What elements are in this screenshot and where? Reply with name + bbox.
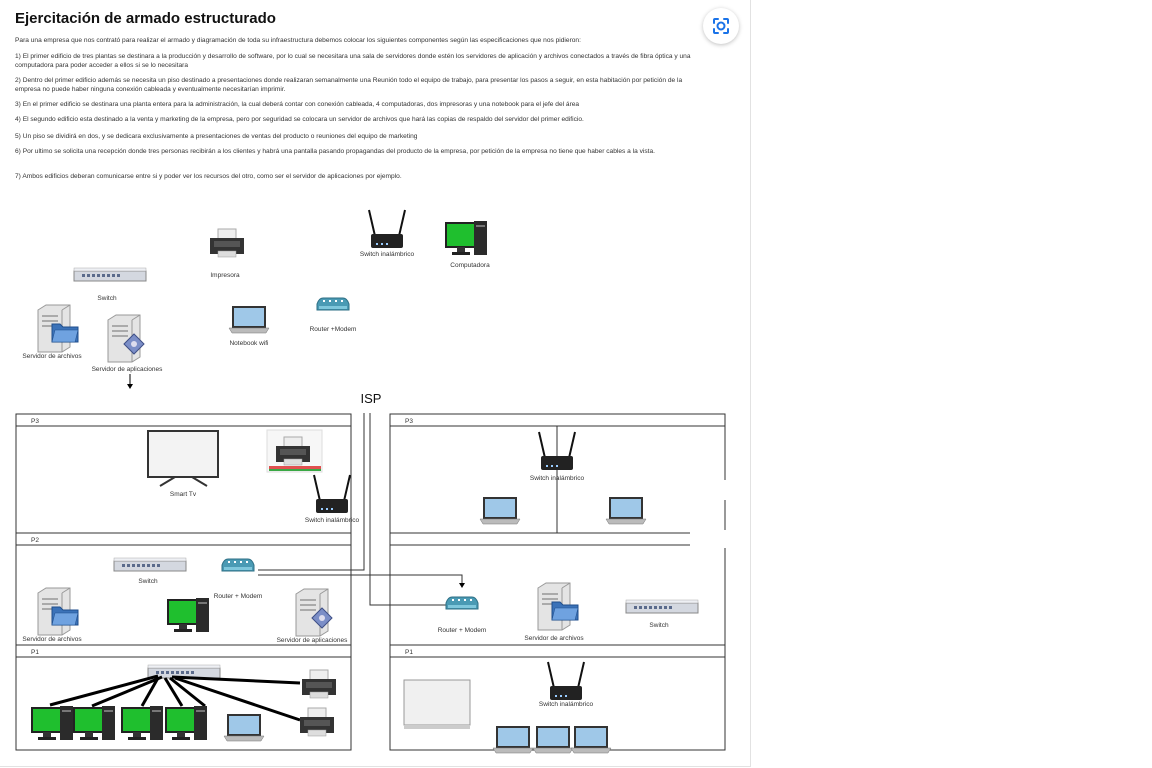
b1-p1-switch [147, 664, 221, 679]
b2-p2-router-label: Router + Modem [438, 627, 487, 634]
b1-floor-p1: P1 [31, 649, 39, 656]
b1-p1-notebook [223, 713, 265, 742]
b2-p1-wireless-switch-label: Switch inalámbrico [539, 701, 594, 708]
b2-p2-switch-label: Switch [649, 622, 669, 629]
b2-floor-p3: P3 [405, 418, 413, 425]
b2-p2-router: Router + Modem [438, 596, 487, 634]
b1-p2-file-server: Servidor de archivos [22, 587, 82, 643]
requirement-1: 1) El primer edificio de tres plantas se… [15, 53, 691, 69]
building-2: P3 P1 Switch inalámbrico Router + Modem … [389, 413, 732, 754]
page-title: Ejercitación de armado estructurado [15, 10, 276, 27]
b2-p3-notebook-1 [479, 496, 521, 525]
intro-paragraph: Para una empresa que nos contrató para r… [15, 37, 581, 44]
legend-file-server: Servidor de archivos [22, 304, 82, 360]
legend-file-server-label: Servidor de archivos [22, 353, 82, 360]
b1-p2-switch: Switch [113, 557, 187, 585]
legend-router: Router +Modem [310, 297, 357, 333]
b1-p2-switch-label: Switch [138, 578, 158, 585]
b1-p2-app-server: Servidor de aplicaciones [277, 588, 349, 644]
legend-computer-label: Computadora [450, 262, 490, 269]
b1-smart-tv-label: Smart Tv [170, 491, 197, 498]
legend-notebook-label: Notebook wifi [229, 340, 268, 347]
b1-p2-app-server-label: Servidor de aplicaciones [277, 637, 349, 644]
b1-p3-printer [266, 429, 323, 473]
b2-p3-wireless-switch: Switch inalámbrico [530, 431, 585, 482]
b1-p2-router: Router + Modem [214, 558, 263, 600]
b1-floor-p3: P3 [31, 418, 39, 425]
requirement-7: 7) Ambos edificios deberan comunicarse e… [15, 173, 402, 180]
b1-p1-printer-1 [301, 669, 337, 699]
b2-p2-file-server-label: Servidor de archivos [524, 635, 584, 642]
b1-p2-computer [167, 597, 210, 633]
b1-smart-tv: Smart Tv [147, 430, 219, 498]
requirement-3: 3) En el primer edificio se destinara un… [15, 101, 580, 108]
legend-app-server-label: Servidor de aplicaciones [92, 366, 164, 373]
b1-p1-computer-2 [73, 705, 116, 741]
network-diagram: Impresora Switch inalámbrico Computadora… [15, 209, 732, 754]
isp-links [258, 413, 463, 606]
legend-app-server: Servidor de aplicaciones [92, 314, 164, 389]
legend-printer: Impresora [209, 228, 245, 279]
legend-wireless-switch: Switch inalámbrico [360, 209, 415, 258]
b2-p2-file-server: Servidor de archivos [524, 582, 584, 642]
legend-switch-label: Switch [97, 295, 117, 302]
b2-floor-p1: P1 [405, 649, 413, 656]
legend-router-label: Router +Modem [310, 326, 357, 333]
lens-search-button[interactable] [703, 8, 739, 44]
requirement-2: 2) Dentro del primer edificio además se … [15, 77, 683, 93]
requirement-6: 6) Por ultimo se solicita una recepción … [15, 148, 655, 155]
document-page: Ejercitación de armado estructurado Para… [0, 0, 751, 767]
requirement-4: 4) El segundo edificio esta destinado a … [15, 116, 584, 123]
b2-p1-wireless-switch: Switch inalámbrico [539, 661, 594, 708]
building-1: P3 P2 P1 Smart Tv Switch inalámbrico Swi… [15, 413, 360, 751]
b2-p1-notebook-3 [570, 725, 612, 754]
b1-p2-file-server-label: Servidor de archivos [22, 636, 82, 643]
b2-p1-notebook-1 [492, 725, 534, 754]
b1-p1-computer-4 [165, 705, 208, 741]
b1-p1-computer-1 [31, 705, 74, 741]
legend-computer: Computadora [445, 220, 490, 269]
b2-p3-notebook-2 [605, 496, 647, 525]
b2-p1-screen [403, 679, 471, 729]
b1-p1-computer-3 [121, 705, 164, 741]
b2-p1-notebook-2 [532, 725, 574, 754]
b1-p3-wireless-switch: Switch inalámbrico [305, 474, 360, 524]
b1-floor-p2: P2 [31, 537, 39, 544]
requirement-5: 5) Un piso se dividirá en dos, y se dedi… [15, 133, 418, 140]
isp-label: ISP [361, 391, 382, 406]
legend-printer-label: Impresora [210, 272, 240, 279]
b2-p2-switch: Switch [625, 599, 699, 629]
b2-p3-wireless-switch-label: Switch inalámbrico [530, 475, 585, 482]
b1-p1-printer-2 [299, 707, 335, 737]
legend-notebook: Notebook wifi [228, 305, 270, 347]
legend-switch: Switch [73, 267, 147, 302]
b1-p3-wireless-switch-label: Switch inalámbrico [305, 517, 360, 524]
legend-wireless-switch-label: Switch inalámbrico [360, 251, 415, 258]
b1-p1-cables [49, 674, 301, 722]
b1-p2-router-label: Router + Modem [214, 593, 263, 600]
lens-icon [713, 18, 729, 34]
